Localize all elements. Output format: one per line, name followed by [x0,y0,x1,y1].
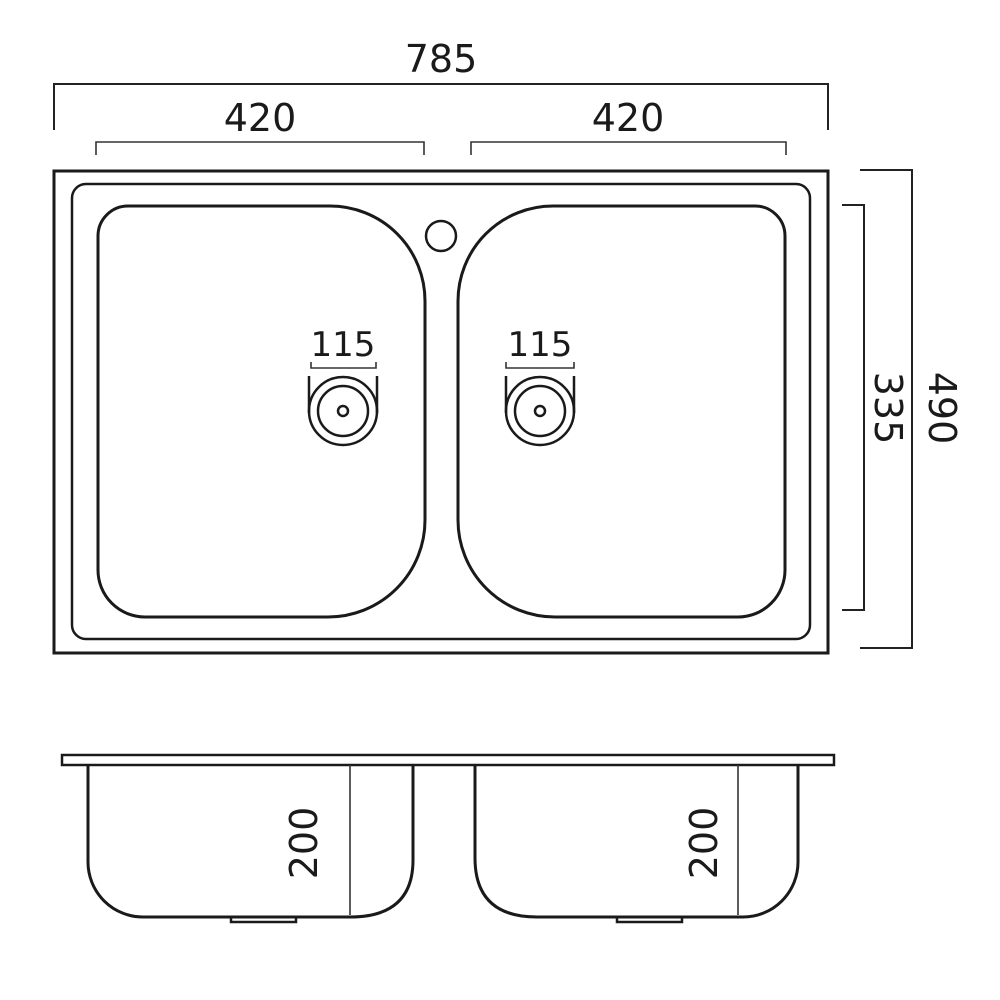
right-drain-label: 115 [508,325,573,365]
left-drain-label: 115 [311,325,376,365]
dimension-bowl-depth: 335 [842,204,910,611]
sink-outer-rim [52,169,830,655]
left-bowl-profile [86,765,415,919]
left-bowl-height-label: 200 [282,807,326,880]
right-bowl [456,204,787,619]
dimension-right-bowl-width: 420 [470,96,787,155]
right-drain: 115 [504,325,576,447]
dimension-left-bowl-width: 420 [95,96,425,155]
right-bowl-height-label: 200 [682,807,726,880]
bowl-depth-label: 335 [866,372,910,445]
overall-width-label: 785 [405,37,478,81]
side-view-top-flange [60,753,836,767]
dimension-overall-width: 785 [53,37,829,130]
right-bowl-profile [473,765,800,919]
overall-depth-label: 490 [920,372,964,445]
tap-hole [424,219,458,253]
right-bowl-width-label: 420 [592,96,665,140]
dimension-overall-depth: 490 [860,169,964,649]
sink-side-view: 200 200 [60,753,836,924]
left-bowl [96,204,427,619]
left-drain: 115 [307,325,379,447]
sink-inner-rim [70,182,812,641]
left-drain-stub [229,915,298,924]
sink-top-view: 115 115 [52,169,830,655]
left-bowl-width-label: 420 [224,96,297,140]
right-drain-stub [615,915,684,924]
